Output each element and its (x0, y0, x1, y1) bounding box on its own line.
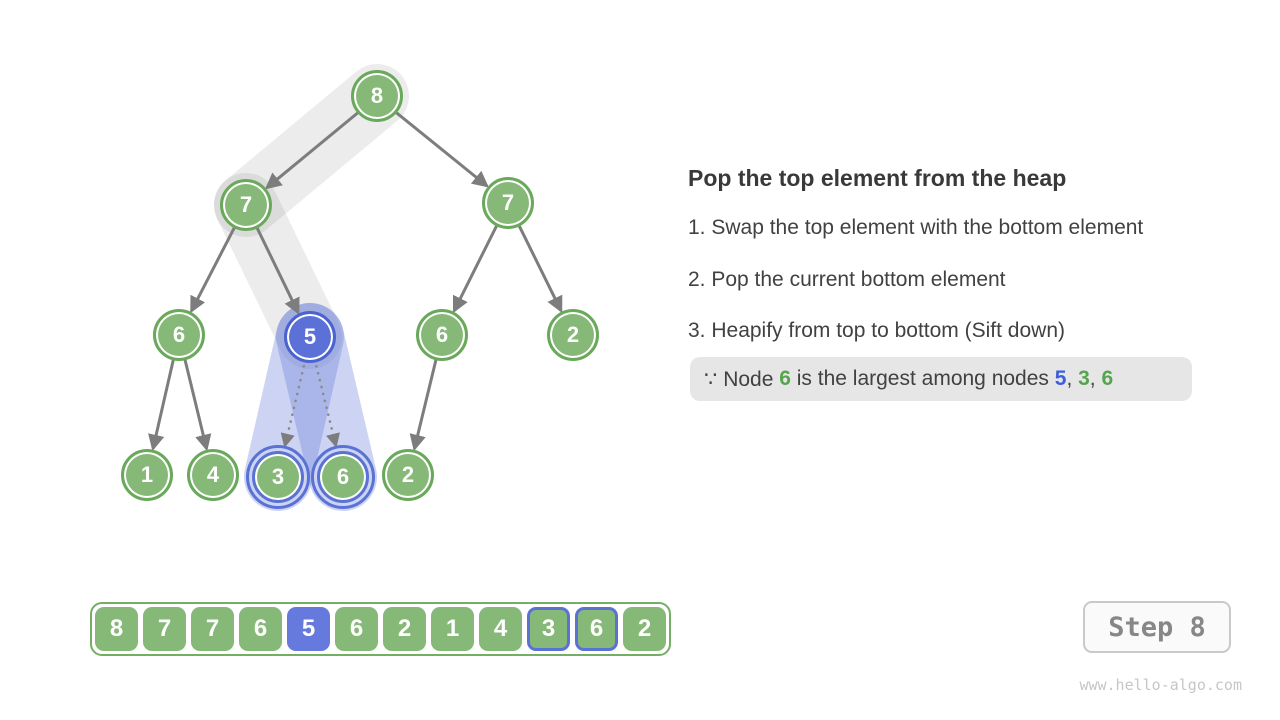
note-node-green: 3 (1078, 367, 1090, 390)
tree-node: 4 (187, 449, 239, 501)
tree-node: 7 (482, 177, 534, 229)
note-text: , (1066, 367, 1079, 390)
tree-node: 6 (416, 309, 468, 361)
array-cell-compared: 3 (527, 607, 570, 651)
tree-node: 7 (220, 179, 272, 231)
note-text: , (1089, 367, 1102, 390)
array-cell: 1 (431, 607, 474, 651)
panel-step-3: 3. Heapify from top to bottom (Sift down… (688, 319, 1065, 342)
node-value: 2 (401, 462, 415, 487)
array-cell: 6 (239, 607, 282, 651)
step-indicator-button[interactable]: Step 8 (1083, 601, 1231, 653)
node-value: 7 (501, 190, 515, 215)
array-cell-active: 5 (287, 607, 330, 651)
reason-note: ∵ Node 6 is the largest among nodes 5, 3… (690, 357, 1192, 401)
note-node-green: 6 (1101, 367, 1114, 390)
tree-node-active: 5 (284, 311, 336, 363)
panel-title: Pop the top element from the heap (688, 165, 1067, 191)
array-cell: 7 (143, 607, 186, 651)
node-value: 7 (239, 192, 253, 217)
note-text: is the largest among nodes (790, 367, 1055, 390)
node-value: 6 (435, 322, 449, 347)
note-node-green: 6 (779, 367, 791, 390)
tree-node: 6 (153, 309, 205, 361)
tree-node-compared: 3 (246, 445, 310, 509)
tree-node: 2 (382, 449, 434, 501)
node-value: 8 (370, 83, 384, 108)
panel-step-1: 1. Swap the top element with the bottom … (688, 216, 1144, 239)
node-value: 2 (566, 322, 580, 347)
node-value: 3 (271, 464, 285, 489)
node-value: 1 (140, 462, 154, 487)
watermark-url: www.hello-algo.com (1079, 676, 1242, 694)
tree-node: 2 (547, 309, 599, 361)
tree-node: 1 (121, 449, 173, 501)
tree-node-compared: 6 (311, 445, 375, 509)
note-text: ∵ Node (704, 367, 780, 391)
note-node-blue: 5 (1054, 367, 1067, 390)
array-cell: 4 (479, 607, 522, 651)
heap-array: 8 7 7 6 5 6 2 1 4 3 6 2 (90, 602, 671, 656)
array-cell: 2 (623, 607, 666, 651)
tree-edges (148, 111, 563, 452)
panel-step-2: 2. Pop the current bottom element (688, 268, 1006, 291)
node-value: 6 (336, 464, 350, 489)
node-value: 6 (172, 322, 186, 347)
node-value: 5 (303, 324, 317, 349)
array-cell: 6 (335, 607, 378, 651)
array-cell-compared: 6 (575, 607, 618, 651)
tree-node: 8 (351, 70, 403, 122)
array-cell: 2 (383, 607, 426, 651)
node-value: 4 (206, 462, 220, 487)
compare-arrows-dotted (280, 364, 340, 448)
array-cell: 8 (95, 607, 138, 651)
array-cell: 7 (191, 607, 234, 651)
